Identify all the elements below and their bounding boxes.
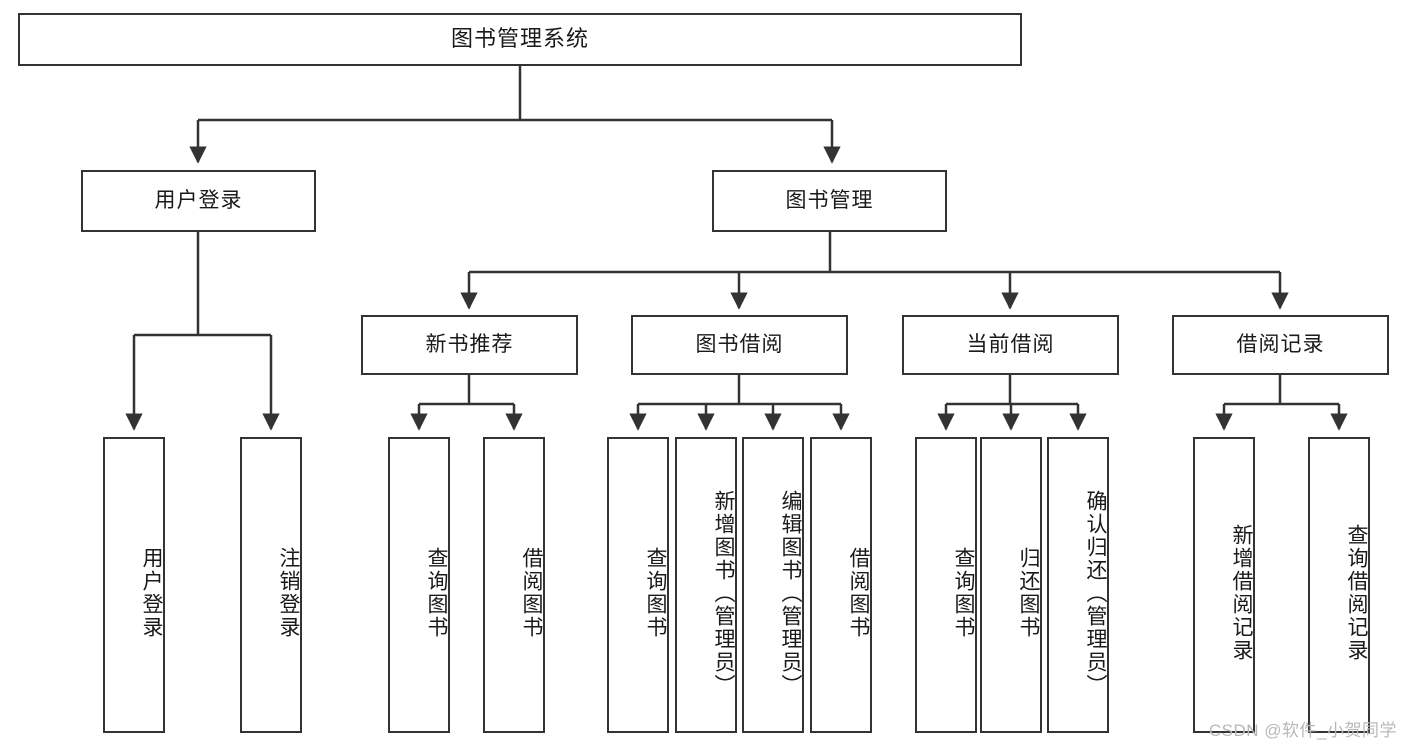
node-label: 新增借阅记录 xyxy=(1230,524,1253,662)
node-label: 图书借阅 xyxy=(695,333,784,357)
leaf-user-login-login[interactable]: 用户登录 xyxy=(103,437,165,733)
node-label: 借阅记录 xyxy=(1236,333,1325,357)
node-label: 注销登录 xyxy=(277,547,300,639)
node-user-login[interactable]: 用户登录 xyxy=(81,170,316,232)
node-label: 图书管理 xyxy=(785,189,874,213)
node-label: 查询借阅记录 xyxy=(1345,524,1368,662)
node-current-borrow[interactable]: 当前借阅 xyxy=(902,315,1119,375)
node-label: 确认归还（管理员） xyxy=(1084,489,1107,697)
node-label: 新增图书（管理员） xyxy=(712,489,735,697)
csdn-watermark: CSDN @软件_小贺同学 xyxy=(1208,721,1397,740)
leaf-current-confirm-return-admin[interactable]: 确认归还（管理员） xyxy=(1047,437,1109,733)
node-label: 归还图书 xyxy=(1017,547,1040,639)
leaf-borrow-edit-book-admin[interactable]: 编辑图书（管理员） xyxy=(742,437,804,733)
node-label: 用户登录 xyxy=(154,189,243,213)
leaf-borrow-query-book[interactable]: 查询图书 xyxy=(607,437,669,733)
node-book-management[interactable]: 图书管理 xyxy=(712,170,947,232)
leaf-new-book-borrow[interactable]: 借阅图书 xyxy=(483,437,545,733)
leaf-record-add-record[interactable]: 新增借阅记录 xyxy=(1193,437,1255,733)
node-label: 当前借阅 xyxy=(966,333,1055,357)
leaf-current-return-book[interactable]: 归还图书 xyxy=(980,437,1042,733)
node-label: 查询图书 xyxy=(644,547,667,639)
leaf-new-book-query[interactable]: 查询图书 xyxy=(388,437,450,733)
node-root-system[interactable]: 图书管理系统 xyxy=(18,13,1022,66)
leaf-current-query-book[interactable]: 查询图书 xyxy=(915,437,977,733)
node-label: 用户登录 xyxy=(140,547,163,639)
node-book-borrow[interactable]: 图书借阅 xyxy=(631,315,848,375)
node-label: 借阅图书 xyxy=(520,547,543,639)
node-label: 编辑图书（管理员） xyxy=(779,489,802,697)
node-borrow-record[interactable]: 借阅记录 xyxy=(1172,315,1389,375)
node-label: 查询图书 xyxy=(425,547,448,639)
node-label: 图书管理系统 xyxy=(450,26,589,52)
leaf-user-login-logout[interactable]: 注销登录 xyxy=(240,437,302,733)
leaf-record-query-record[interactable]: 查询借阅记录 xyxy=(1308,437,1370,733)
node-label: 借阅图书 xyxy=(847,547,870,639)
node-label: 新书推荐 xyxy=(425,333,514,357)
leaf-borrow-borrow-book[interactable]: 借阅图书 xyxy=(810,437,872,733)
node-label: 查询图书 xyxy=(952,547,975,639)
node-new-book-recommend[interactable]: 新书推荐 xyxy=(361,315,578,375)
leaf-borrow-add-book-admin[interactable]: 新增图书（管理员） xyxy=(675,437,737,733)
